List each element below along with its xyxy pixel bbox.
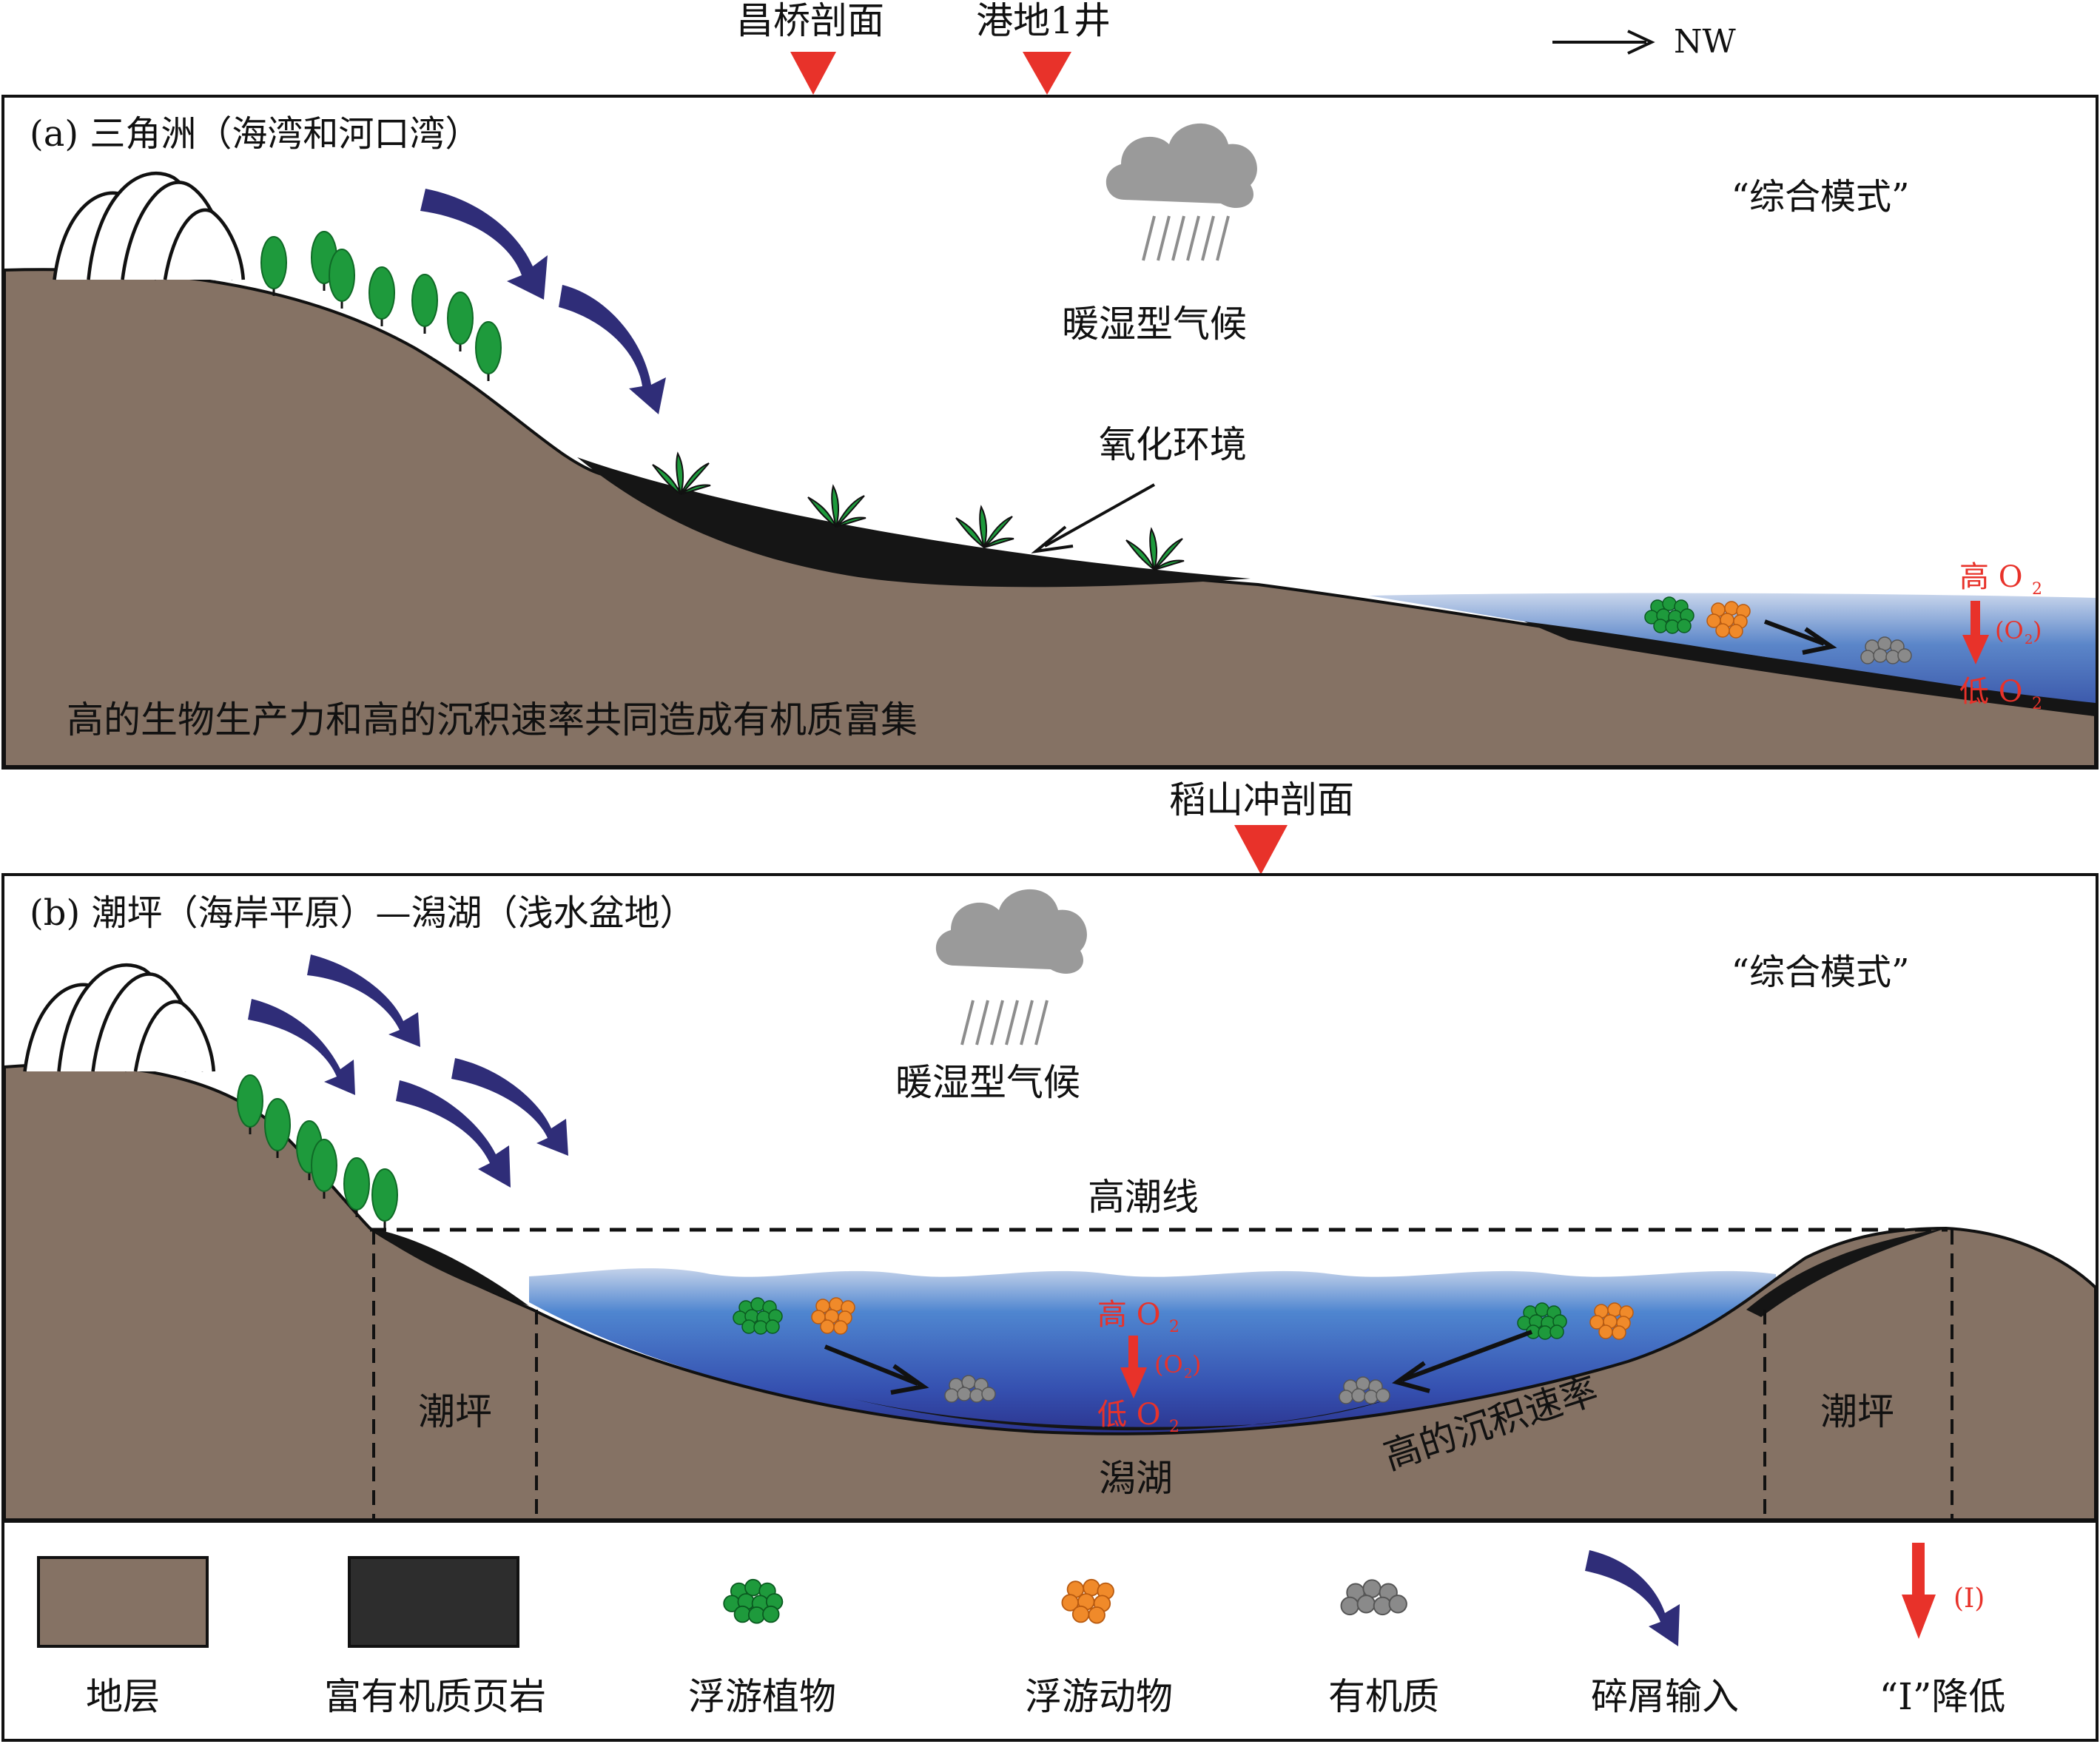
panel-b-tidal-flat-left: 潮坪: [418, 1390, 492, 1433]
legend-phyto-label: 浮游植物: [688, 1675, 836, 1718]
legend-shale-label: 富有机质页岩: [324, 1675, 546, 1718]
panel-b-high-tide-label: 高潮线: [1088, 1176, 1199, 1219]
panel-b-climate: 暖湿型气候: [895, 1061, 1080, 1104]
svg-text:(O: (O: [1995, 616, 2024, 644]
panel-a-conclusion: 高的生物生产力和高的沉积速率共同造成有机质富集: [67, 698, 918, 741]
profile-label-changqiao: 昌桥剖面: [736, 0, 884, 42]
panel-a-mode: “综合模式”: [1731, 176, 1909, 218]
north-arrow-head: [1627, 30, 1655, 55]
direction-label: NW: [1674, 23, 1737, 61]
legend-detritus-label: 碎屑输入: [1591, 1675, 1739, 1718]
panel-a-oxygen-gradient: 高 O 2 (O 2 ) 低 O 2: [1959, 560, 2042, 713]
legend-reduce-arrow-shaft: [1912, 1543, 1925, 1598]
panel-a-environment: 氧化环境: [1099, 423, 1247, 466]
legend-strata-swatch: [37, 1556, 209, 1648]
svg-text:2: 2: [1184, 1366, 1192, 1381]
legend: 地层 富有机质页岩 浮游植物 浮游动物 有机质 碎屑输入 (I) “I”降低: [1, 1520, 2099, 1742]
panel-b-shale-left: [370, 1228, 529, 1306]
middle-profile: 稻山冲剖面: [1169, 778, 1354, 875]
legend-strata-label: 地层: [86, 1675, 160, 1718]
panel-b-lagoon-label: 潟湖: [1099, 1457, 1173, 1500]
panel-b-shale-right: [1746, 1228, 1946, 1317]
panel-b-tidal-flat-right: 潮坪: [1820, 1390, 1894, 1433]
profile-marker-gangdi: [1023, 52, 1071, 95]
panel-a-o2-high: 高 O: [1959, 560, 2023, 594]
profile-marker-changqiao: [790, 52, 836, 95]
panel-b-o2-arrow: [1120, 1367, 1147, 1398]
panel-a-detritus-arrows: [420, 189, 666, 414]
panel-b-sinking-arrow-right: [1401, 1330, 1533, 1382]
panel-b-oxygen-gradient: 高 O 2 (O 2 ) 低 O 2: [1097, 1298, 1201, 1436]
svg-text:2: 2: [1169, 1318, 1179, 1336]
panel-b-title: (b) 潮坪（海岸平原）—潟湖（浅水盆地）: [30, 892, 695, 934]
panel-a-o2-arrow: [1962, 635, 1989, 664]
panel-a-water: [1369, 593, 2096, 740]
legend-reduce-symbol: (I): [1953, 1583, 1985, 1614]
svg-text:2: 2: [1169, 1418, 1179, 1436]
top-labels: 昌桥剖面 港地1井 NW: [736, 0, 1737, 95]
panel-b-detritus-arrows: [248, 955, 568, 1188]
legend-organic-label: 有机质: [1328, 1675, 1439, 1718]
panel-a: 高 O 2 (O 2 ) 低 O 2 (a) 三角洲（海湾和河口湾） “综合模式…: [1, 95, 2099, 770]
profile-label-daoshanchong: 稻山冲剖面: [1169, 778, 1354, 821]
profile-label-gangdi: 港地1井: [976, 0, 1111, 42]
panel-a-climate: 暖湿型气候: [1062, 303, 1247, 346]
svg-text:2: 2: [2032, 695, 2042, 713]
panel-b-o2-high: 高 O: [1097, 1298, 1161, 1332]
panel-b-zone-dividers: [372, 1230, 1953, 1520]
legend-zoo-label: 浮游动物: [1025, 1675, 1173, 1718]
panel-b-sinking-arrow-left: [824, 1344, 919, 1386]
panel-b-water: [529, 1268, 1776, 1442]
panel-a-env-pointer: [1044, 483, 1155, 548]
panel-b: 高 O 2 (O 2 ) 低 O 2 (b) 潮坪（海岸平原）—潟湖（浅水盆地）…: [1, 873, 2099, 1523]
svg-text:): ): [2033, 616, 2042, 644]
panel-a-title: (a) 三角洲（海湾和河口湾）: [30, 113, 480, 155]
legend-reduce-label: “I”降低: [1879, 1675, 2006, 1718]
panel-a-sinking-arrow: [1763, 619, 1825, 646]
panel-a-o2-low: 低 O: [1959, 675, 2023, 709]
svg-text:2: 2: [2025, 632, 2033, 647]
svg-text:2: 2: [2032, 580, 2042, 599]
svg-text:): ): [1192, 1350, 1201, 1378]
legend-detritus-icon: [1585, 1550, 1680, 1646]
panel-b-o2-low: 低 O: [1097, 1398, 1161, 1432]
panel-a-shale-slope: [577, 457, 1251, 587]
panel-b-mode: “综合模式”: [1731, 952, 1909, 993]
legend-shale-swatch: [348, 1556, 519, 1648]
legend-reduce-arrow-icon: [1902, 1595, 1936, 1639]
profile-marker-daoshanchong: [1234, 825, 1288, 875]
svg-text:(O: (O: [1154, 1350, 1183, 1378]
